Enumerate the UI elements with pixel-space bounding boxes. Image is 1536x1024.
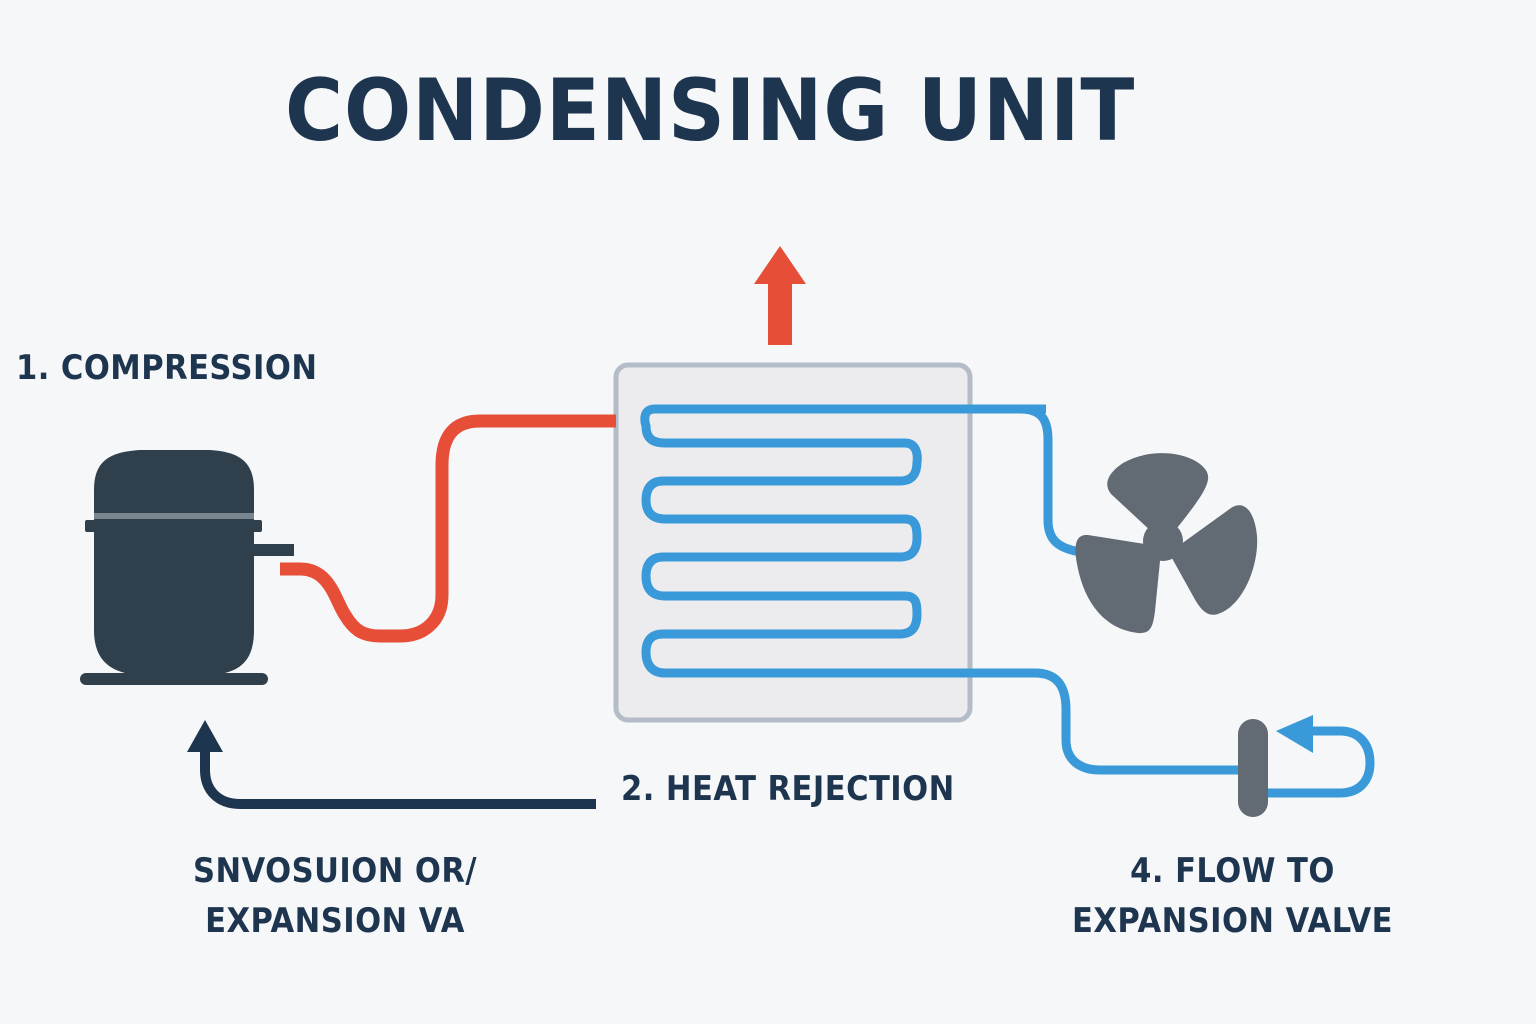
- compressor-icon: [80, 450, 294, 685]
- coil-to-fan-line: [970, 404, 1081, 557]
- compressor-outlet-stub: [254, 544, 294, 556]
- heat-rejection-label: 2. HEAT REJECTION: [621, 769, 955, 809]
- flow-label-line2: EXPANSION VALVE: [1071, 901, 1394, 941]
- expansion-valve-icon: [1238, 719, 1268, 817]
- coil-to-valve-line: [1025, 668, 1240, 775]
- compressor-base: [80, 673, 268, 685]
- fan-icon: [1075, 453, 1258, 634]
- compressor-band-highlight: [94, 513, 254, 519]
- return-flow-arrow-icon: [187, 720, 596, 809]
- condenser-coil: [640, 404, 1046, 678]
- fan-blade-top: [1107, 453, 1209, 533]
- flow-to-valve-label: 4. FLOW TO EXPANSION VALVE: [1064, 846, 1402, 946]
- heat-arrow-shaft: [768, 282, 792, 345]
- heat-out-arrow-icon: [754, 246, 806, 345]
- expansion-label-line2: EXPANSION VA: [205, 901, 465, 941]
- fan-blade-left: [1075, 534, 1161, 634]
- valve-loop-arrow-icon: [1276, 715, 1313, 753]
- compressor-flange: [85, 520, 262, 532]
- hot-discharge-line: [280, 414, 616, 643]
- flow-label-line1: 4. FLOW TO: [1130, 851, 1335, 891]
- heat-arrow-head: [754, 246, 806, 284]
- fan-hub: [1143, 521, 1183, 561]
- expansion-label-line1: SNVOSUION OR/: [193, 851, 477, 891]
- compression-label: 1. COMPRESSION: [16, 348, 318, 388]
- fan-blade-right: [1168, 505, 1258, 615]
- compressor-body: [94, 450, 254, 673]
- valve-loop-line: [1268, 726, 1375, 798]
- page-title: CONDENSING UNIT: [285, 61, 1136, 161]
- expansion-label: SNVOSUION OR/ EXPANSION VA: [178, 846, 493, 946]
